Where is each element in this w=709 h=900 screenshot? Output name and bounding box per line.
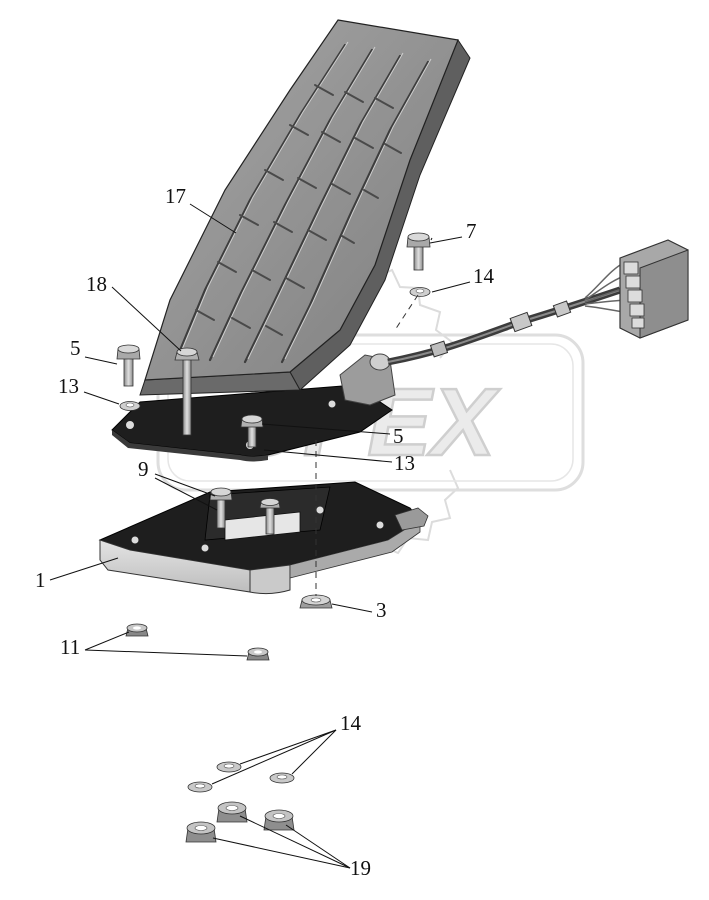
- washer-14-lower-b: [269, 772, 295, 784]
- nut-11-right: [246, 647, 270, 661]
- callout-7: 7: [466, 219, 477, 243]
- base-bracket: [98, 481, 429, 595]
- washer-13-left: [119, 401, 141, 411]
- nut-19-a: [216, 801, 248, 823]
- callout-14-upper: 14: [473, 264, 495, 288]
- nut-11-left: [125, 623, 149, 637]
- nut-19-c: [185, 821, 217, 843]
- callout-numbers: 17 18 5 13 7 14 5 13 9 1 3 11 14 19: [35, 184, 495, 880]
- callout-13-right: 13: [394, 451, 415, 475]
- sensor-cable-assembly: [339, 239, 689, 406]
- callout-14-lower: 14: [340, 711, 362, 735]
- accelerator-pedal: [139, 19, 471, 396]
- callout-18: 18: [86, 272, 107, 296]
- bolt-7: [406, 232, 431, 271]
- callout-17: 17: [165, 184, 186, 208]
- long-bolt-18: [174, 347, 200, 436]
- nut-19-b: [263, 809, 295, 831]
- assembly-axes: [315, 294, 419, 596]
- bolt-5-left: [116, 344, 141, 387]
- leader-lines: [49, 203, 471, 869]
- callout-11: 11: [60, 635, 80, 659]
- callout-5-right: 5: [393, 424, 404, 448]
- callout-19: 19: [350, 856, 371, 880]
- short-bolt-5-plate: [240, 414, 264, 448]
- washer-14-lower-c: [187, 781, 213, 793]
- callout-9: 9: [138, 457, 149, 481]
- nut-3: [299, 594, 333, 609]
- washer-14-upper: [409, 287, 431, 297]
- washer-14-lower-a: [216, 761, 242, 773]
- callout-13-left: 13: [58, 374, 79, 398]
- callout-5-left: 5: [70, 336, 81, 360]
- callout-1: 1: [35, 568, 46, 592]
- callout-3: 3: [376, 598, 387, 622]
